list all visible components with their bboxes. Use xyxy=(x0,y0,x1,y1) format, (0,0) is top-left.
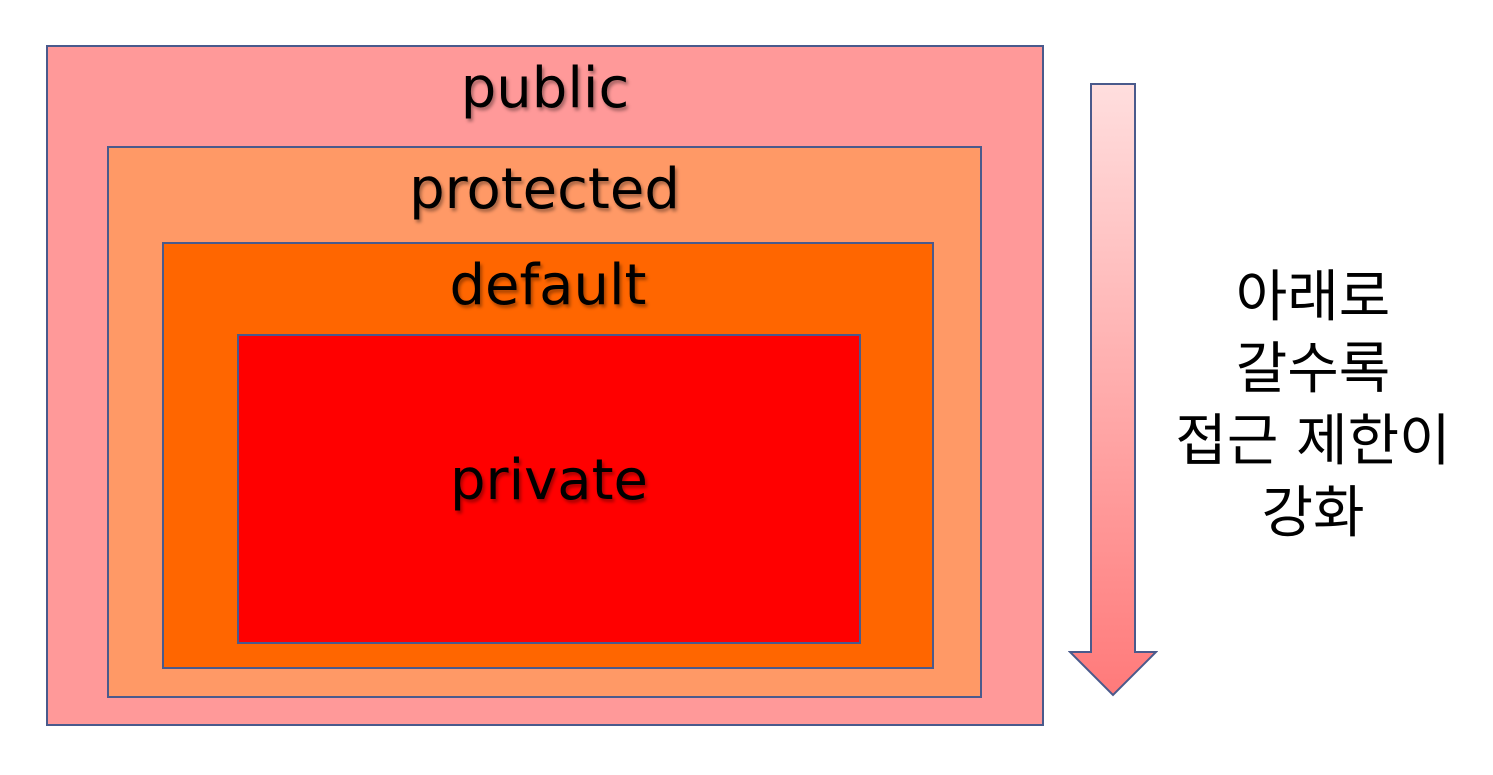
note-line-1: 아래로 xyxy=(1235,265,1391,330)
box-default: default private xyxy=(162,242,934,669)
label-public: public xyxy=(460,56,630,121)
down-arrow-icon xyxy=(1068,83,1158,697)
label-default: default xyxy=(449,253,647,318)
restriction-note: 아래로 갈수록 접근 제한이 강화 xyxy=(1148,262,1478,550)
note-line-4: 강화 xyxy=(1261,481,1365,546)
box-public: public protected default private xyxy=(46,45,1044,726)
label-protected: protected xyxy=(409,157,680,222)
note-line-3: 접근 제한이 xyxy=(1175,409,1451,474)
box-protected: protected default private xyxy=(107,146,982,698)
box-private: private xyxy=(237,334,861,644)
label-private: private xyxy=(450,448,648,513)
note-line-2: 갈수록 xyxy=(1235,337,1391,402)
